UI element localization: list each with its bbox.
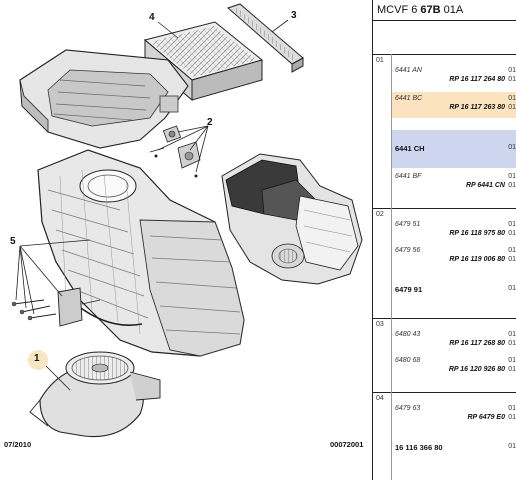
callout-1: 1: [34, 353, 40, 364]
part-number: RP 16 120 926 80: [448, 366, 505, 373]
parts-row[interactable]: 6479 91 01: [392, 280, 516, 300]
group-number: 01: [376, 57, 384, 64]
actuator-parts: [149, 125, 201, 178]
group-number: 04: [376, 395, 384, 402]
part-quantity: 01: [508, 414, 516, 421]
callout-5: 5: [10, 236, 16, 247]
group-divider: [391, 318, 392, 392]
header-suffix: 01A: [440, 4, 464, 16]
group-divider: [391, 208, 392, 318]
parts-panel: MCVF 6 67B 01A 01 6441 AN RP 16 117 264 80…: [372, 0, 516, 480]
callout-4: 4: [149, 12, 155, 23]
callout-3: 3: [291, 10, 297, 21]
callout-1-badge: [28, 350, 48, 370]
part-number: RP 16 119 006 80: [449, 256, 505, 263]
part-quantity: 01: [508, 340, 516, 347]
part-number: RP 6441 CN: [465, 182, 505, 189]
part-reference: 6480 68: [395, 357, 421, 364]
group-number: 02: [376, 211, 384, 218]
header-bold: 67B: [420, 4, 441, 16]
part-number: RP 16 118 975 80: [449, 230, 505, 237]
assembled-unit-inset: [221, 153, 363, 285]
diagram-drawing: [11, 3, 363, 438]
part-reference: 6441 CH: [395, 144, 425, 153]
part-quantity: 01: [508, 144, 516, 151]
part-quantity: 01: [508, 182, 516, 189]
part-quantity: 01: [508, 256, 516, 263]
part-reference: 6479 56: [395, 247, 421, 254]
group-divider: [391, 392, 392, 480]
part-reference: 6441 AN: [395, 67, 422, 74]
header-prefix: MCVF 6: [377, 4, 421, 16]
main-housing: [37, 149, 245, 357]
group-separator: [373, 318, 516, 319]
part-reference: 6441 BC: [395, 95, 423, 102]
part-number: RP 16 117 264 80: [449, 76, 505, 83]
part-quantity: 01: [508, 104, 516, 111]
footer-ref: 00072001: [330, 440, 364, 449]
blower-motor: [29, 351, 161, 438]
part-quantity: 01: [508, 221, 516, 228]
part-number: RP 16 117 268 80: [449, 340, 505, 347]
part-reference: 6479 91: [395, 285, 423, 294]
part-quantity: 01: [508, 95, 516, 102]
header-separator: [373, 20, 516, 21]
part-reference: 6479 51: [395, 221, 421, 228]
group-separator: [373, 392, 516, 393]
group-number: 03: [376, 321, 384, 328]
part-reference: 16 116 366 80: [395, 443, 443, 452]
part-reference: 6479 63: [395, 405, 421, 412]
exploded-diagram: 1 2 3 4 5 07/2010 00072001: [4, 3, 364, 449]
part-quantity: 01: [508, 443, 516, 450]
leader-lines: [15, 19, 289, 391]
part-quantity: 01: [508, 366, 516, 373]
group-separator: [373, 208, 516, 209]
part-quantity: 01: [508, 173, 516, 180]
callout-2: 2: [207, 117, 213, 128]
part-quantity: 01: [508, 331, 516, 338]
part-reference: 6441 BF: [395, 173, 422, 180]
part-quantity: 01: [508, 405, 516, 412]
part-quantity: 01: [508, 285, 516, 292]
group-divider: [391, 54, 392, 208]
group-separator: [373, 54, 516, 55]
panel-header: MCVF 6 67B 01A: [373, 0, 516, 20]
part-quantity: 01: [508, 357, 516, 364]
part-quantity: 01: [508, 247, 516, 254]
upper-housing: [19, 49, 189, 149]
part-reference: 6480 43: [395, 331, 421, 338]
screws-module: [11, 287, 101, 327]
part-number: RP 16 117 263 80: [449, 104, 505, 111]
parts-row[interactable]: 6441 CH 01: [392, 130, 516, 168]
part-quantity: 01: [508, 76, 516, 83]
part-number: RP 6479 E0: [467, 414, 506, 421]
filter-cover: [227, 3, 304, 73]
part-quantity: 01: [508, 67, 516, 74]
parts-row[interactable]: 16 116 366 80 01: [392, 438, 516, 458]
footer-date: 07/2010: [4, 440, 32, 449]
part-quantity: 01: [508, 230, 516, 237]
